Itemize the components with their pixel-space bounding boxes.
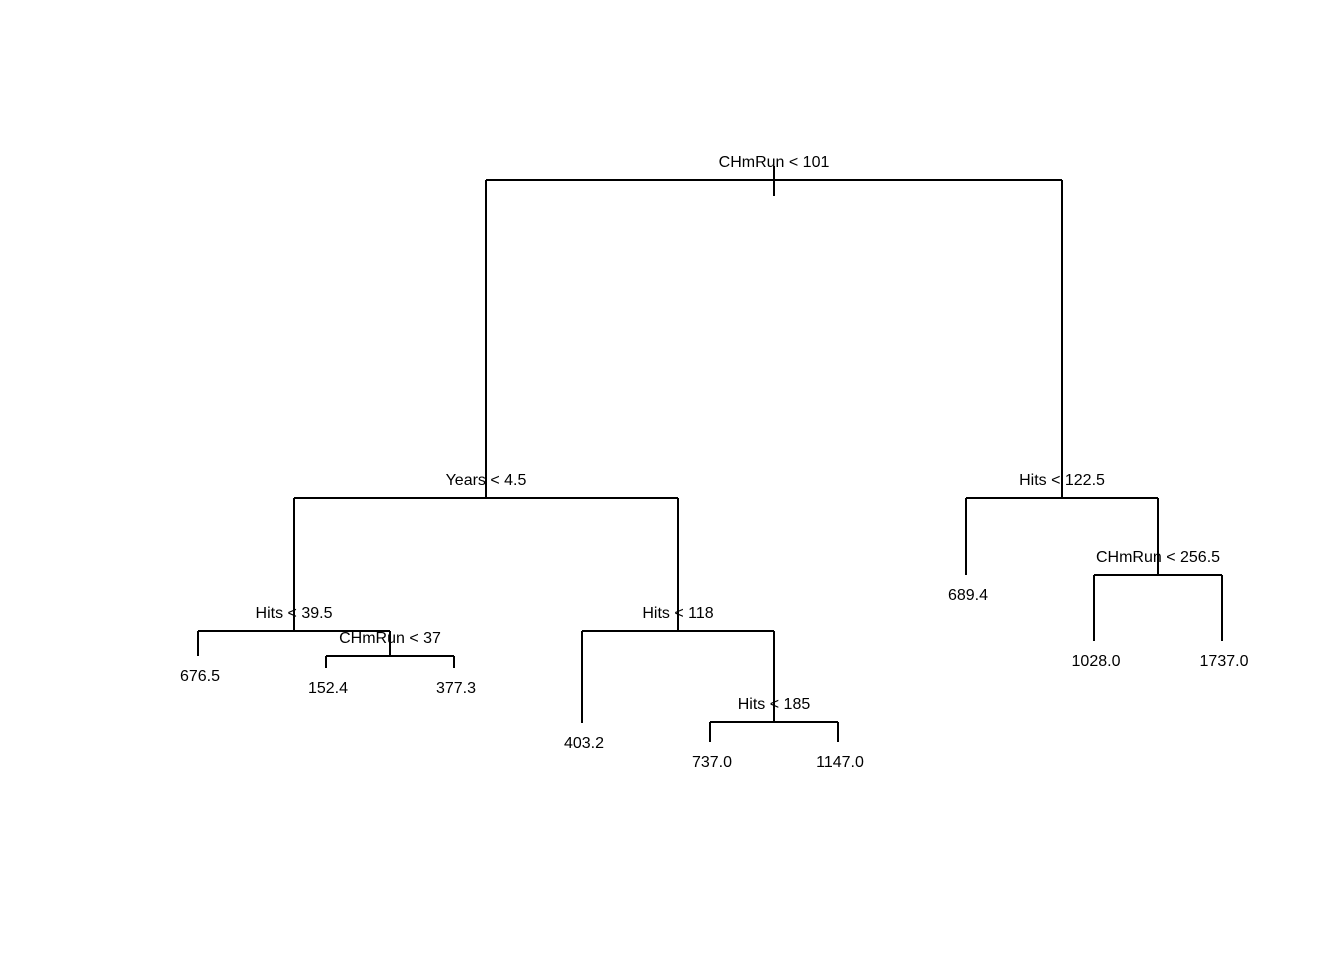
split-label-hits-118: Hits < 118	[642, 605, 713, 622]
leaf-value-leaf-1737: 1737.0	[1200, 653, 1249, 670]
split-label-years: Years < 4.5	[446, 472, 527, 489]
split-label-hits-185: Hits < 185	[738, 696, 811, 713]
leaf-value-leaf-737: 737.0	[692, 754, 732, 771]
leaf-value-leaf-377: 377.3	[436, 680, 476, 697]
split-label-hits-39: Hits < 39.5	[256, 605, 333, 622]
leaf-value-leaf-1147: 1147.0	[816, 754, 864, 771]
leaf-value-leaf-676: 676.5	[180, 668, 220, 685]
split-label-hits-122: Hits < 122.5	[1019, 472, 1105, 489]
leaf-value-leaf-403: 403.2	[564, 735, 604, 752]
split-label-chmrun-256: CHmRun < 256.5	[1096, 549, 1220, 566]
leaf-value-leaf-152: 152.4	[308, 680, 348, 697]
leaf-value-leaf-1028: 1028.0	[1072, 653, 1121, 670]
leaf-value-leaf-689: 689.4	[948, 587, 988, 604]
split-label-chmrun-37: CHmRun < 37	[339, 630, 441, 647]
split-label-root: CHmRun < 101	[719, 154, 830, 171]
